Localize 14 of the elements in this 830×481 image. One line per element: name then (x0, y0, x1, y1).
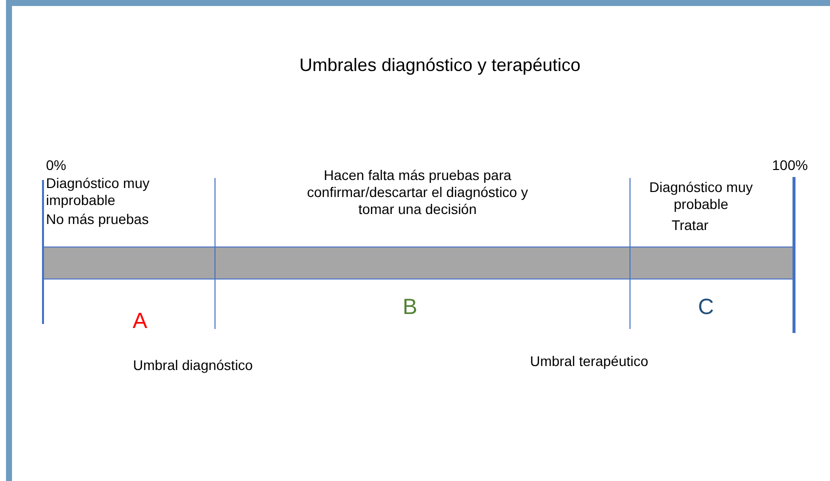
zone-note: Tratar (670, 217, 710, 234)
diagram-title: Umbrales diagnóstico y terapéutico (298, 54, 582, 76)
scale-start-label: 0% (46, 157, 66, 174)
zone-note: No más pruebas (46, 211, 150, 228)
zone-note: Diagnóstico muy probable (648, 179, 754, 213)
scale-end-label: 100% (772, 157, 808, 174)
zone-letter: B (402, 294, 418, 320)
zone-letter: C (697, 294, 715, 320)
zone-letter: A (132, 308, 148, 334)
threshold-label: Umbral diagnóstico (133, 357, 253, 374)
zone-note: Diagnóstico muy improbable (46, 175, 150, 209)
zone-note: Hacen falta más pruebas para confirmar/descartar el diagnóstico y tomar una decisión (306, 167, 529, 218)
threshold-label: Umbral terapéutico (530, 353, 648, 370)
probability-bar (42, 246, 794, 280)
